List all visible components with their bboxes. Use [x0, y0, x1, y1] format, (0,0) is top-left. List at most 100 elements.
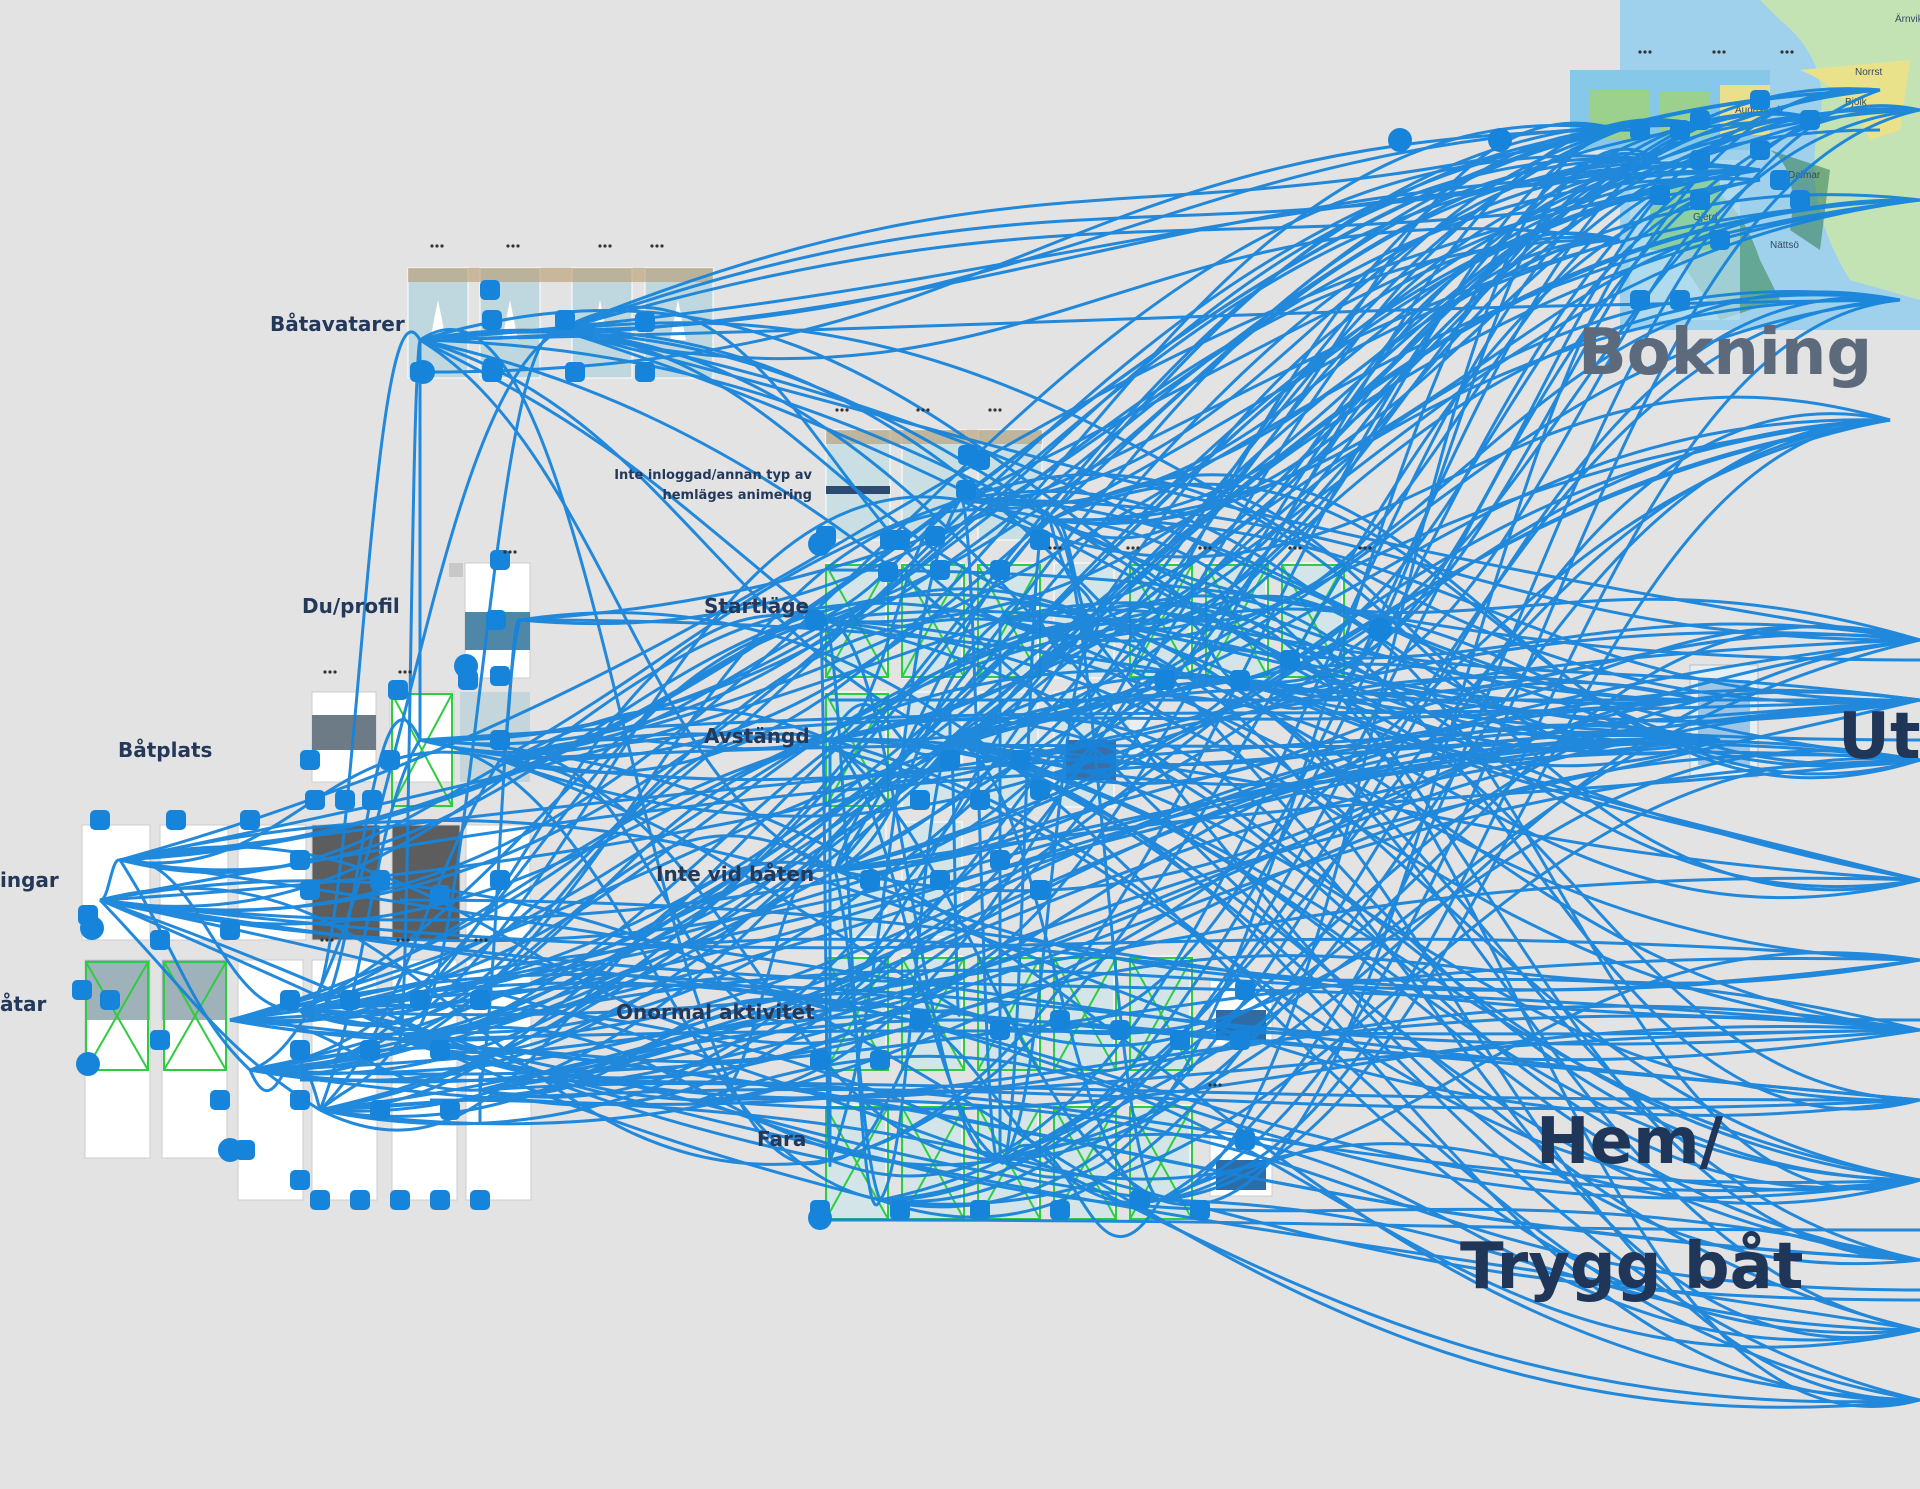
hotspot[interactable] — [290, 1040, 310, 1060]
hotspot[interactable] — [482, 310, 502, 330]
hotspot[interactable] — [1190, 1200, 1210, 1220]
hotspot[interactable] — [925, 526, 945, 546]
menu-dot[interactable] — [440, 244, 443, 247]
hotspot[interactable] — [910, 790, 930, 810]
hotspot[interactable] — [1110, 1020, 1130, 1040]
menu-dot[interactable] — [320, 938, 323, 941]
hotspot[interactable] — [240, 810, 260, 830]
hotspot[interactable] — [970, 1200, 990, 1220]
menu-dot[interactable] — [1203, 546, 1206, 549]
hotspot[interactable] — [90, 810, 110, 830]
menu-dot[interactable] — [430, 244, 433, 247]
menu-dot[interactable] — [655, 244, 658, 247]
hotspot[interactable] — [890, 1200, 910, 1220]
menu-dot[interactable] — [503, 550, 506, 553]
menu-dot[interactable] — [921, 408, 924, 411]
menu-dot[interactable] — [1131, 546, 1134, 549]
menu-dot[interactable] — [516, 244, 519, 247]
hotspot[interactable] — [490, 730, 510, 750]
menu-dot[interactable] — [1648, 50, 1651, 53]
hotspot[interactable] — [480, 280, 500, 300]
hotspot[interactable] — [956, 480, 976, 500]
hotspot[interactable] — [930, 870, 950, 890]
hotspot[interactable] — [300, 880, 320, 900]
hotspot[interactable] — [430, 1040, 450, 1060]
menu-dot[interactable] — [1208, 1083, 1211, 1086]
hotspot[interactable] — [1770, 170, 1790, 190]
menu-dot[interactable] — [435, 244, 438, 247]
menu-dot[interactable] — [328, 670, 331, 673]
hotspot[interactable] — [290, 1170, 310, 1190]
hotspot[interactable] — [362, 790, 382, 810]
menu-dot[interactable] — [988, 408, 991, 411]
hotspot[interactable] — [1050, 1010, 1070, 1030]
hotspot[interactable] — [970, 450, 990, 470]
menu-dot[interactable] — [1298, 546, 1301, 549]
menu-dot[interactable] — [325, 938, 328, 941]
menu-dot[interactable] — [1198, 546, 1201, 549]
hotspot[interactable] — [1690, 150, 1710, 170]
hotspot[interactable] — [290, 1090, 310, 1110]
menu-dot[interactable] — [401, 938, 404, 941]
menu-dot[interactable] — [1785, 50, 1788, 53]
menu-dot[interactable] — [1213, 1083, 1216, 1086]
menu-dot[interactable] — [1780, 50, 1783, 53]
hotspot[interactable] — [1710, 230, 1730, 250]
menu-dot[interactable] — [398, 670, 401, 673]
menu-dot[interactable] — [660, 244, 663, 247]
menu-dot[interactable] — [1218, 1083, 1221, 1086]
hotspot[interactable] — [1030, 780, 1050, 800]
hotspot[interactable] — [1030, 530, 1050, 550]
hotspot-circle[interactable] — [808, 532, 832, 556]
menu-dot[interactable] — [835, 408, 838, 411]
hotspot[interactable] — [1230, 1030, 1250, 1050]
menu-dot[interactable] — [484, 938, 487, 941]
hotspot[interactable] — [940, 750, 960, 770]
hotspot[interactable] — [72, 980, 92, 1000]
hotspot[interactable] — [220, 920, 240, 940]
menu-dot[interactable] — [396, 938, 399, 941]
hotspot[interactable] — [1030, 880, 1050, 900]
hotspot-circle[interactable] — [80, 916, 104, 940]
hotspot-circle[interactable] — [76, 1052, 100, 1076]
menu-dot[interactable] — [916, 408, 919, 411]
hotspot[interactable] — [870, 1050, 890, 1070]
menu-dot[interactable] — [603, 244, 606, 247]
hotspot[interactable] — [300, 750, 320, 770]
hotspot[interactable] — [635, 312, 655, 332]
hotspot[interactable] — [340, 990, 360, 1010]
hotspot[interactable] — [990, 560, 1010, 580]
hotspot[interactable] — [360, 1040, 380, 1060]
hotspot[interactable] — [388, 680, 408, 700]
hotspot-circle[interactable] — [411, 360, 435, 384]
menu-dot[interactable] — [1712, 50, 1715, 53]
hotspot[interactable] — [1750, 140, 1770, 160]
hotspot[interactable] — [100, 990, 120, 1010]
hotspot[interactable] — [166, 810, 186, 830]
hotspot-circle[interactable] — [454, 654, 478, 678]
menu-dot[interactable] — [406, 938, 409, 941]
hotspot[interactable] — [150, 1030, 170, 1050]
menu-dot[interactable] — [330, 938, 333, 941]
menu-dot[interactable] — [1363, 546, 1366, 549]
hotspot[interactable] — [1280, 650, 1300, 670]
hotspot-circle[interactable] — [1388, 128, 1412, 152]
menu-dot[interactable] — [403, 670, 406, 673]
hotspot[interactable] — [1230, 670, 1250, 690]
hotspot[interactable] — [1010, 750, 1030, 770]
hotspot-circle[interactable] — [218, 1138, 242, 1162]
hotspot[interactable] — [470, 990, 490, 1010]
hotspot[interactable] — [880, 530, 900, 550]
hotspot-circle[interactable] — [808, 1206, 832, 1230]
hotspot[interactable] — [305, 790, 325, 810]
hotspot[interactable] — [990, 1020, 1010, 1040]
hotspot[interactable] — [1630, 290, 1650, 310]
menu-dot[interactable] — [1293, 546, 1296, 549]
menu-dot[interactable] — [998, 408, 1001, 411]
menu-dot[interactable] — [1790, 50, 1793, 53]
hotspot[interactable] — [1670, 120, 1690, 140]
hotspot[interactable] — [490, 870, 510, 890]
hotspot[interactable] — [430, 885, 450, 905]
menu-dot[interactable] — [1053, 546, 1056, 549]
hotspot[interactable] — [970, 790, 990, 810]
